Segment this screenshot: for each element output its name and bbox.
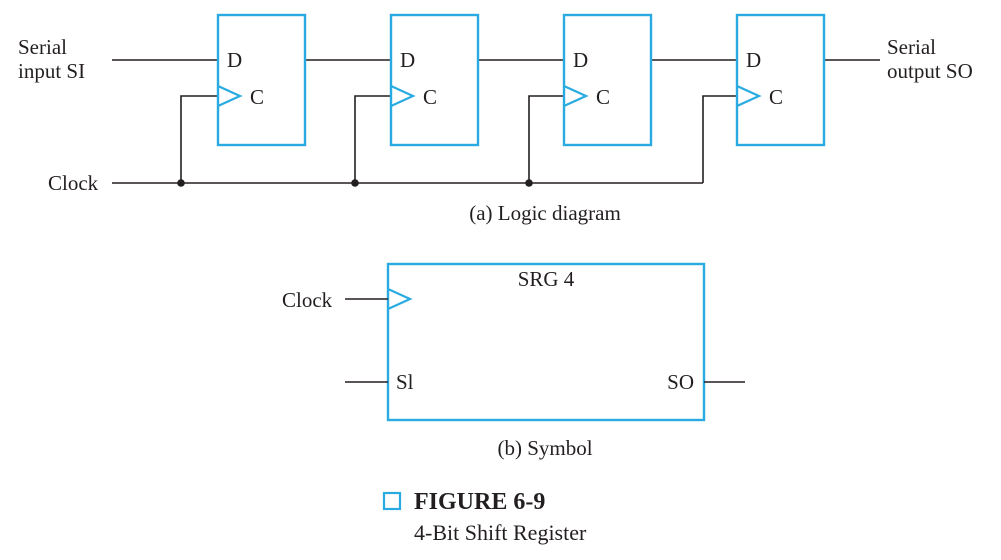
d-pin-label: D — [400, 48, 415, 72]
flip-flop-3: D C — [562, 13, 653, 147]
clock-branch-ff3 — [528, 95, 564, 183]
clock-branch-ff2 — [354, 95, 391, 183]
clock-branch-ff1 — [180, 95, 218, 183]
serial-output-label-line2: output SO — [887, 59, 973, 83]
c-pin-label: C — [596, 85, 610, 109]
figure-title: 4-Bit Shift Register — [414, 520, 587, 545]
clock-branch-ff4 — [702, 95, 737, 183]
serial-output-label-line1: Serial — [887, 35, 936, 59]
clock-triangle-icon — [390, 84, 416, 108]
symbol-si-label: Sl — [396, 370, 414, 394]
logic-diagram-caption: (a) Logic diagram — [469, 201, 621, 225]
flip-flop-4: D C — [735, 13, 826, 147]
d-pin-label: D — [746, 48, 761, 72]
figure-caption: FIGURE 6-9 4-Bit Shift Register — [382, 489, 587, 545]
clock-triangle-icon — [736, 84, 762, 108]
clock-label: Clock — [48, 171, 99, 195]
flip-flop-box — [735, 13, 826, 147]
clock-triangle-icon — [217, 84, 243, 108]
srg4-symbol-box — [386, 262, 706, 422]
clock-junction-dot — [351, 179, 359, 187]
c-pin-label: C — [769, 85, 783, 109]
c-pin-label: C — [423, 85, 437, 109]
serial-input-label-line1: Serial — [18, 35, 67, 59]
flip-flop-1: D C — [216, 13, 307, 147]
symbol-diagram: SRG 4 Clock Sl SO (b) Symbol — [282, 262, 745, 460]
clock-junction-dot — [525, 179, 533, 187]
serial-input-label-line2: input SI — [18, 59, 85, 83]
symbol-clock-label: Clock — [282, 288, 333, 312]
symbol-caption: (b) Symbol — [497, 436, 592, 460]
flip-flop-box — [216, 13, 307, 147]
clock-junction-dot — [177, 179, 185, 187]
d-pin-label: D — [227, 48, 242, 72]
flip-flop-2: D C — [389, 13, 480, 147]
flip-flop-box — [389, 13, 480, 147]
d-pin-label: D — [573, 48, 588, 72]
srg4-title: SRG 4 — [518, 267, 575, 291]
clock-triangle-icon — [563, 84, 589, 108]
symbol-so-label: SO — [667, 370, 694, 394]
logic-diagram: Serial input SI Serial output SO Clock D… — [18, 13, 973, 225]
figure-number: FIGURE 6-9 — [414, 489, 545, 515]
figure-square-icon — [382, 491, 402, 511]
flip-flop-box — [562, 13, 653, 147]
clock-triangle-icon — [387, 287, 413, 311]
c-pin-label: C — [250, 85, 264, 109]
